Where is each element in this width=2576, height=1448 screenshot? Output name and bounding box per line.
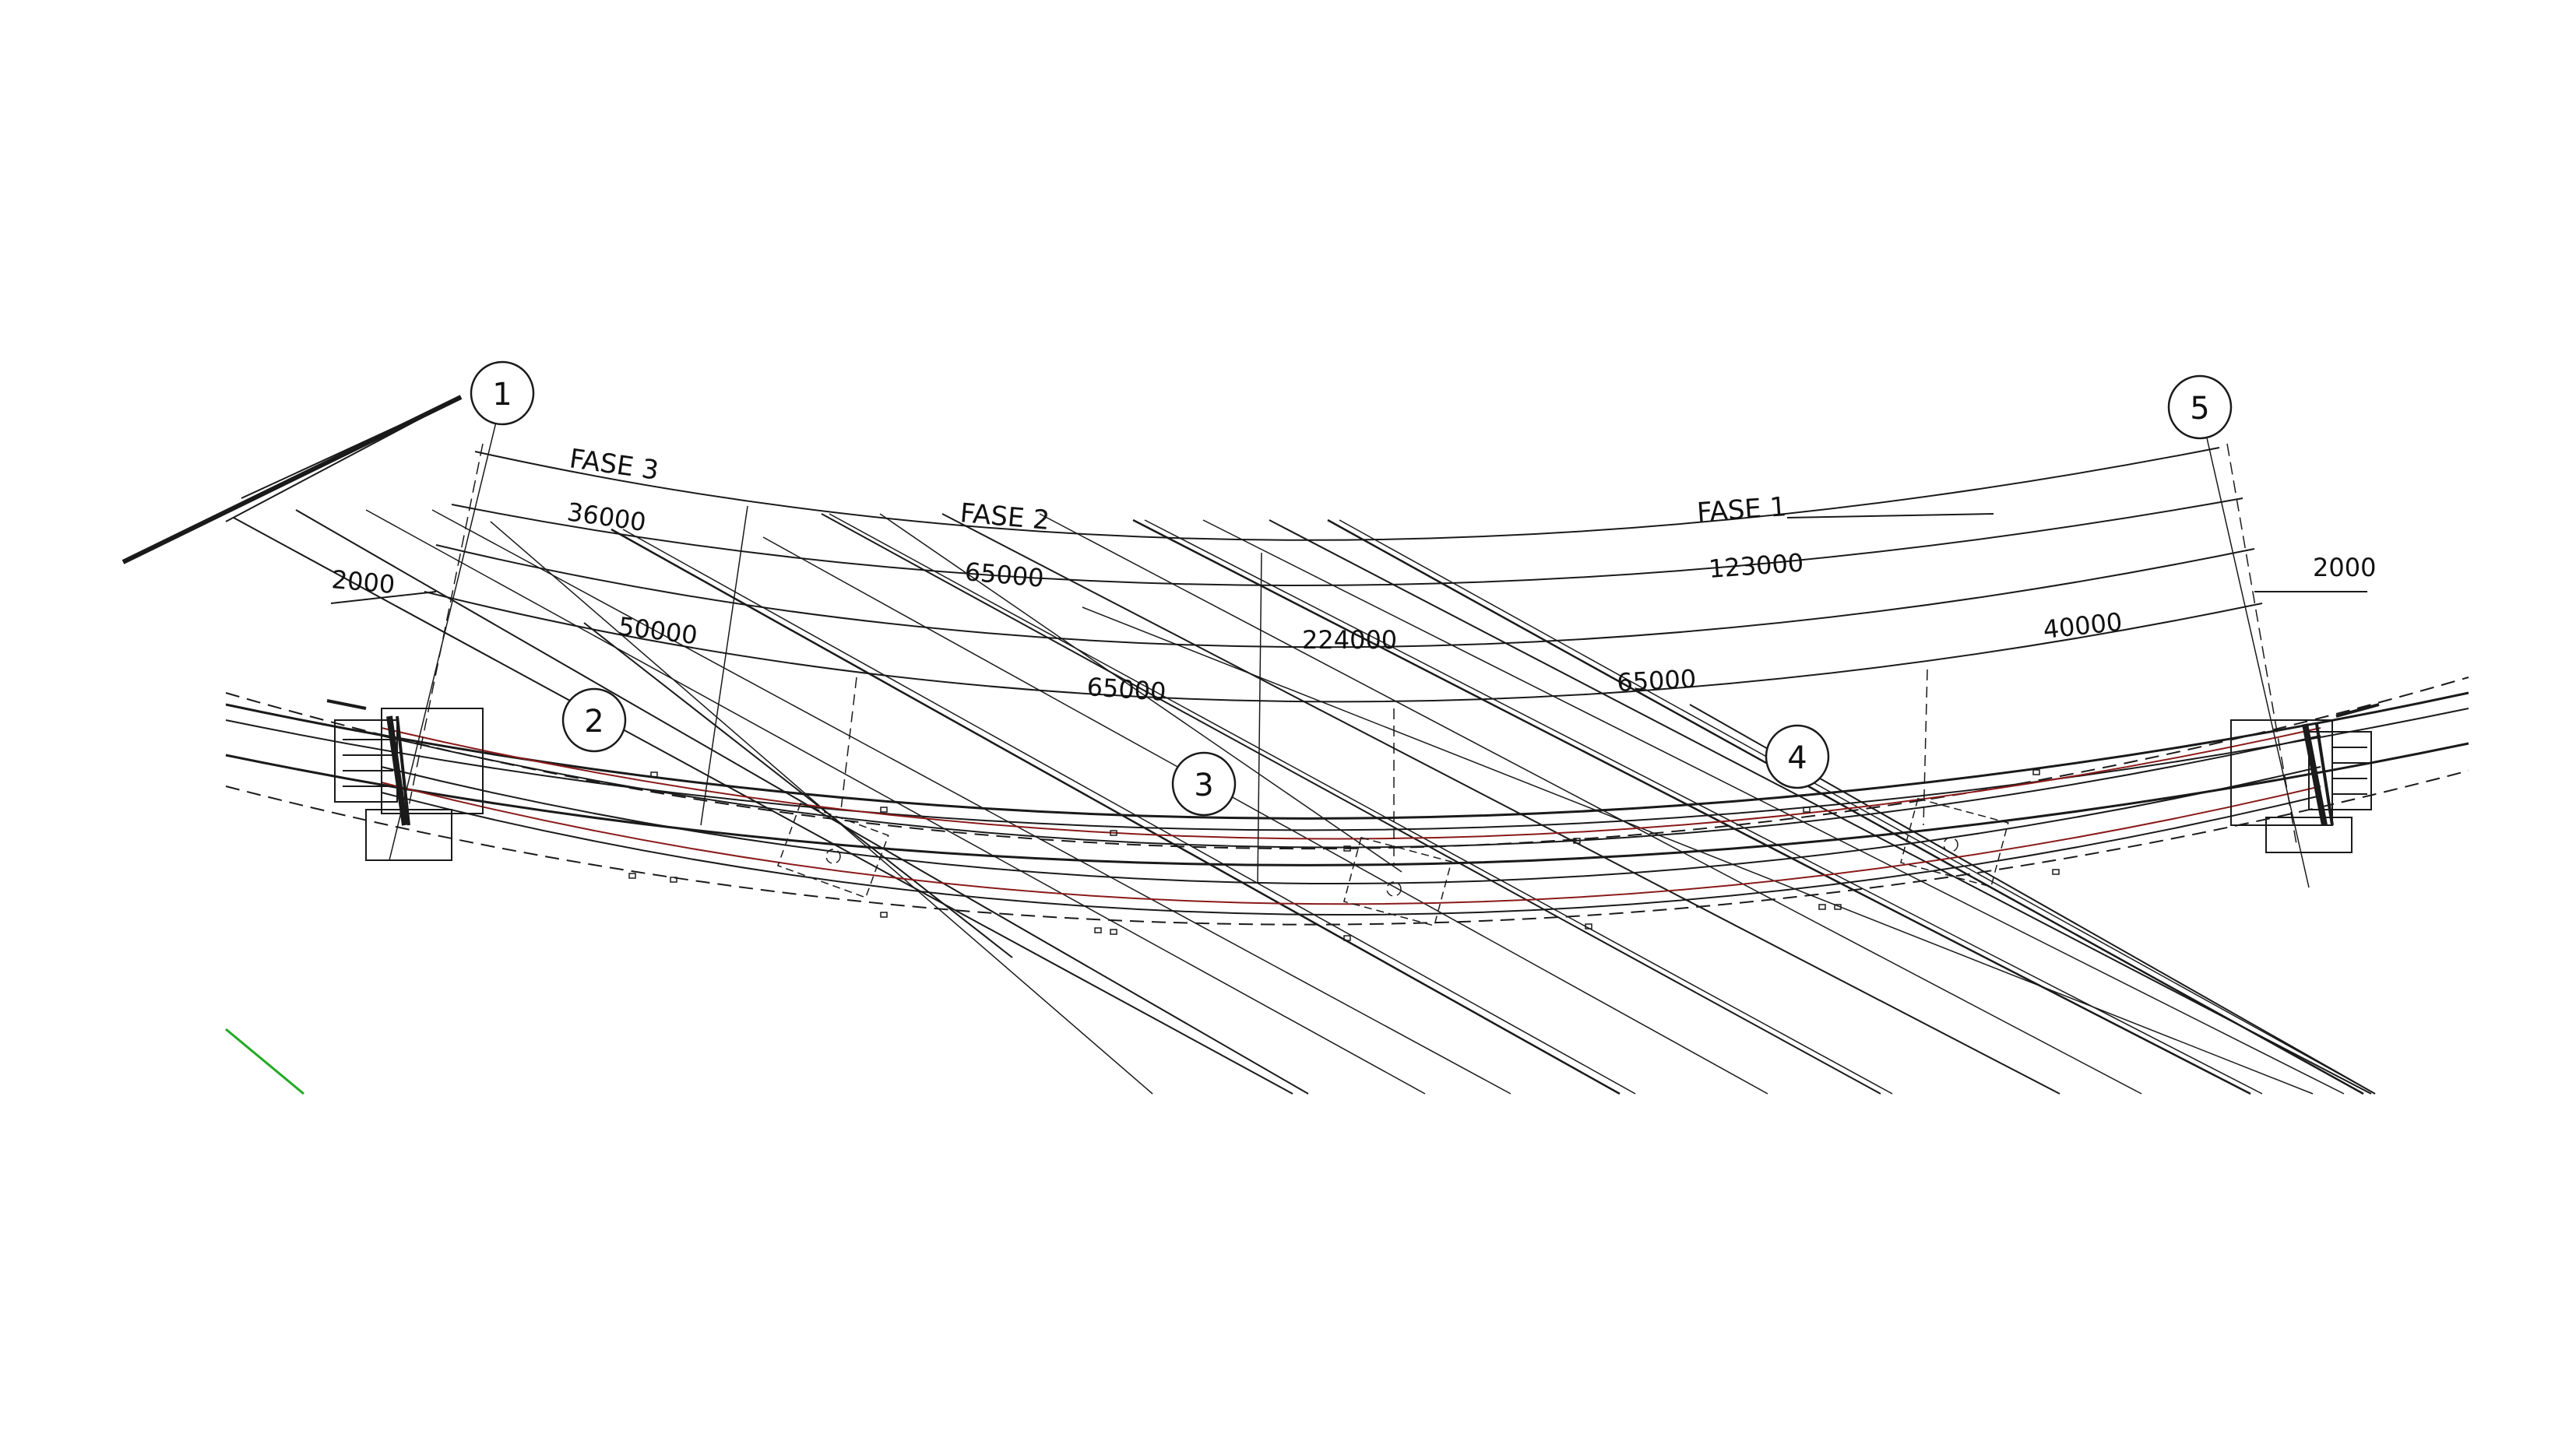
diagonal-line <box>1144 519 2263 1095</box>
diagonal-line <box>1327 518 2364 1095</box>
dim-row1-1: 36000 <box>565 497 648 537</box>
right-abutment <box>2230 703 2380 853</box>
pier-outlines <box>776 797 2009 926</box>
dim-row2-1: 123000 <box>1708 548 1805 584</box>
svg-text:2: 2 <box>584 704 604 740</box>
deck-bolt <box>650 771 658 778</box>
dim-row1-3: 65000 <box>1086 672 1167 707</box>
deck-bolt <box>2032 769 2040 775</box>
deck-bolt <box>1343 935 1351 941</box>
diagonal-line <box>431 509 1511 1095</box>
diagonal-line <box>1269 519 2372 1095</box>
svg-text:4: 4 <box>1787 740 1807 776</box>
dim-left-end: 2000 <box>330 564 396 599</box>
diagonal-line <box>762 536 1768 1095</box>
diagonal-lines <box>233 509 2376 1095</box>
diagonal-line <box>1039 513 2142 1095</box>
marker-2: 2 <box>561 687 627 753</box>
deck-bolt <box>670 877 677 883</box>
phase-label-3: FASE 3 <box>568 443 661 487</box>
deck-bolt <box>880 912 888 918</box>
diagonal-line <box>1132 518 2251 1095</box>
diagonal-line <box>295 509 1309 1095</box>
axis-lines <box>389 412 2310 888</box>
deck-bolt <box>1110 830 1117 836</box>
deck-bolt <box>1803 807 1811 813</box>
bridge-deck <box>225 677 2469 926</box>
phase-label-1: FASE 1 <box>1696 491 1788 529</box>
deck-bolt <box>1094 927 1102 933</box>
diagonal-line <box>1202 519 2345 1095</box>
dim-row3-2: 224000 <box>1302 625 1397 655</box>
deck-bolt <box>628 873 636 879</box>
marker-5: 5 <box>2167 374 2233 440</box>
left-abutment <box>326 699 484 861</box>
green-stroke <box>225 1028 304 1095</box>
marker-1: 1 <box>470 360 535 426</box>
deck-bolts <box>628 769 2060 941</box>
diagonal-line <box>829 513 1893 1095</box>
diagonal-line <box>622 529 1636 1095</box>
leader-wedge <box>121 395 463 564</box>
diagonal-line <box>941 513 2060 1095</box>
diagonal-line <box>611 528 1621 1095</box>
deck-bolt <box>880 807 888 813</box>
dim-row3-3: 40000 <box>2042 607 2124 645</box>
deck-bolt <box>1110 929 1117 935</box>
deck-bolt <box>1834 904 1842 910</box>
deck-bolt <box>2052 869 2060 875</box>
dimension-arcs <box>330 447 2367 703</box>
dim-row3-1: 50000 <box>617 611 699 650</box>
svg-text:1: 1 <box>492 377 512 413</box>
deck-bolt <box>1818 904 1826 910</box>
svg-text:3: 3 <box>1194 768 1213 803</box>
svg-text:5: 5 <box>2190 391 2209 427</box>
phase-label-2: FASE 2 <box>959 497 1050 536</box>
dim-row1-4: 65000 <box>1616 664 1697 698</box>
deck-bolt <box>1343 845 1351 852</box>
diagonal-line <box>821 513 1881 1095</box>
marker-3: 3 <box>1171 751 1237 817</box>
marker-4: 4 <box>1765 724 1830 789</box>
deck-bolt <box>1573 838 1581 844</box>
phase-1-leader <box>1786 513 1994 518</box>
diagonal-line <box>233 517 1293 1095</box>
deck-bolt <box>1585 923 1592 930</box>
dim-row1-2: 65000 <box>963 557 1045 593</box>
diagonal-line <box>583 622 1013 958</box>
dim-right-end: 2000 <box>2313 553 2376 582</box>
